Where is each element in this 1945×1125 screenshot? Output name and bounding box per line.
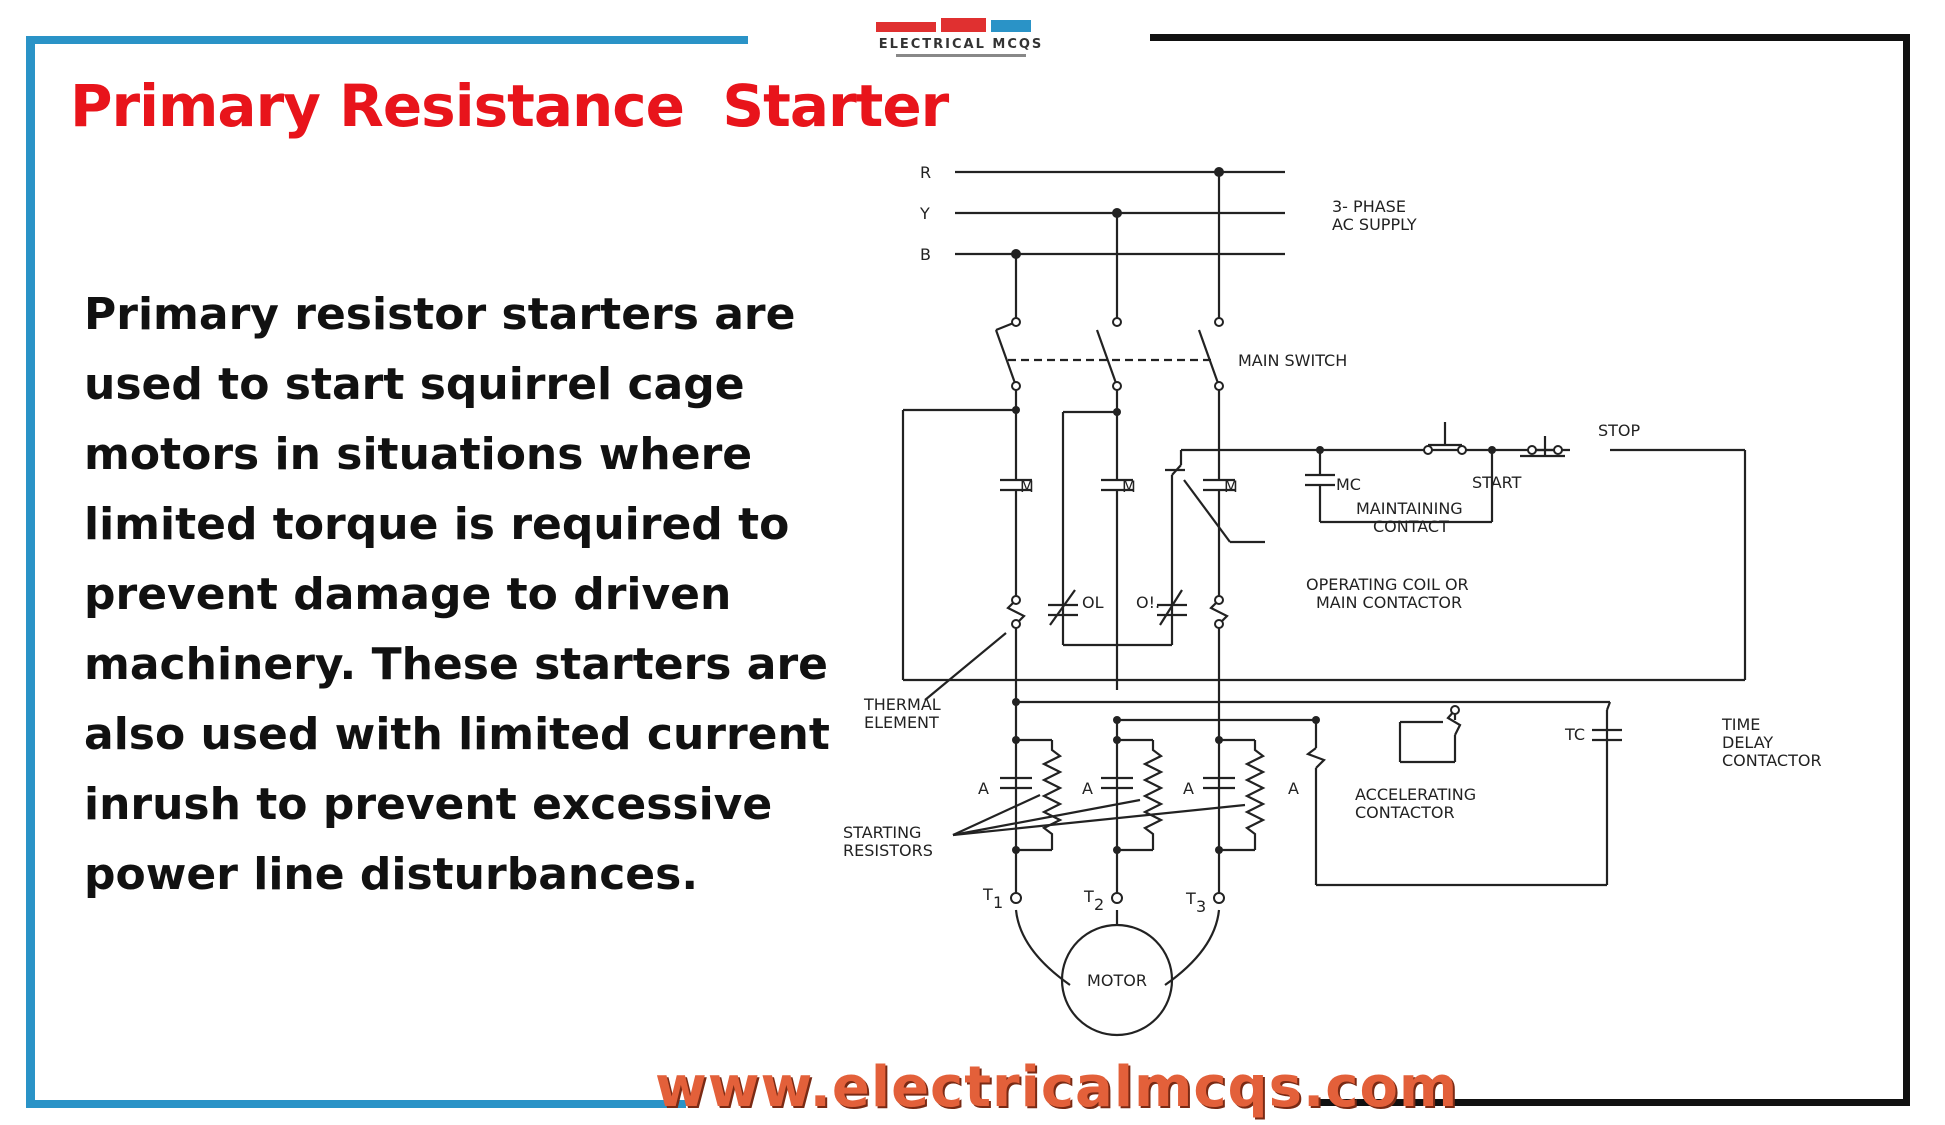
a-contact-label: A (1183, 779, 1194, 798)
site-logo: ELECTRICAL MCQS (876, 18, 1044, 57)
stop-label: STOP (1598, 421, 1641, 440)
supply-label-1: 3- PHASE (1332, 197, 1406, 216)
m-contact-label: M (1020, 477, 1034, 496)
terminal-t3-label: T (1185, 889, 1196, 908)
phase-r-label: R (920, 163, 931, 182)
description-line: used to start squirrel cage (84, 359, 745, 410)
maintaining-label-1: MAINTAINING (1356, 499, 1463, 518)
accel-label-1: ACCELERATING (1355, 785, 1476, 804)
main-switch-label: MAIN SWITCH (1238, 351, 1347, 370)
frame-top-right-border (1150, 34, 1910, 41)
op-coil-label-1: OPERATING COIL OR (1306, 575, 1469, 594)
a-contact-label: A (978, 779, 989, 798)
description-line: motors in situations where (84, 429, 753, 480)
frame-bottom-border (26, 1100, 686, 1108)
frame-top-border (26, 36, 748, 44)
motor-symbol (1060, 923, 1174, 1037)
frame-right-border (1903, 34, 1910, 1106)
m-contact-label: M (1122, 477, 1136, 496)
terminal-t1-sub: 1 (993, 893, 1003, 912)
thermal-label-1: THERMAL (863, 695, 941, 714)
terminal-t1-label: T (982, 885, 993, 904)
maintaining-label-2: CONTACT (1373, 517, 1449, 536)
description-line: machinery. These starters are (84, 639, 829, 690)
description-line: power line disturbances. (84, 849, 699, 900)
tc-label: TC (1564, 725, 1585, 744)
mc-label: MC (1336, 475, 1361, 494)
frame-left-border (26, 36, 35, 1108)
start-label: START (1472, 473, 1522, 492)
a-contact-label: A (1082, 779, 1093, 798)
description-line: prevent damage to driven (84, 569, 732, 620)
phase-y-label: Y (919, 204, 930, 223)
supply-label-2: AC SUPPLY (1332, 215, 1417, 234)
time-delay-label-1: TIME (1721, 715, 1760, 734)
a-contact-label: A (1288, 779, 1299, 798)
time-delay-label-2: DELAY (1722, 733, 1773, 752)
starter-circuit-diagram: R Y B 3- PHASE AC SUPPLY MAIN SWITCH M M… (843, 163, 1822, 1037)
ol-label: OL (1082, 593, 1104, 612)
resistors-label-2: RESISTORS (843, 841, 933, 860)
description-line: inrush to prevent excessive (84, 779, 773, 830)
resistors-label-1: STARTING (843, 823, 921, 842)
ol-label-2: O!. (1136, 593, 1160, 612)
website-url: www.electricalmcqs.com (655, 1055, 1459, 1120)
page-title: Primary Resistance Starter (70, 72, 949, 140)
main-switch-blade (994, 329, 1018, 387)
description-line: also used with limited current (84, 709, 830, 760)
description-text: Primary resistor starters are used to st… (84, 280, 830, 910)
terminal-t3-sub: 3 (1196, 897, 1206, 916)
description-line: limited torque is required to (84, 499, 790, 550)
thermal-label-2: ELEMENT (864, 713, 939, 732)
motor-label: MOTOR (1087, 971, 1147, 990)
accel-label-2: CONTACTOR (1355, 803, 1455, 822)
description-line: Primary resistor starters are (84, 289, 796, 340)
frame-bottom-right-border (1318, 1099, 1910, 1106)
terminal-t2-label: T (1083, 887, 1094, 906)
terminal-t2-sub: 2 (1094, 895, 1104, 914)
time-delay-label-3: CONTACTOR (1722, 751, 1822, 770)
logo-text: ELECTRICAL MCQS (879, 37, 1044, 52)
op-coil-label-2: MAIN CONTACTOR (1316, 593, 1462, 612)
phase-b-label: B (920, 245, 931, 264)
m-contact-label: M (1224, 477, 1238, 496)
